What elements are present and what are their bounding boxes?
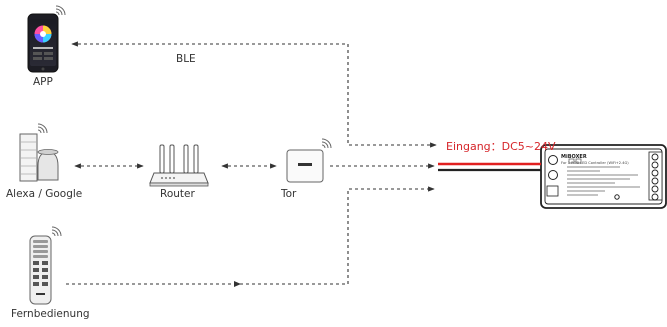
device-label-router: Router	[160, 188, 195, 200]
device-label-gateway: Tor	[281, 188, 297, 200]
wifi-signal-icon	[37, 123, 48, 134]
link-label-ble: BLE	[176, 53, 196, 65]
device-label-remote: Fernbedienung	[11, 308, 90, 320]
remote-link-arrowhead	[234, 281, 241, 287]
device-label-app: APP	[33, 76, 53, 88]
wifi-signal-icon	[51, 226, 62, 237]
controller-brand: MiBOXER	[561, 154, 587, 160]
ble-link	[71, 41, 437, 148]
phone-icon[interactable]	[27, 13, 59, 73]
remote-controller-link	[66, 186, 435, 285]
router-icon[interactable]	[149, 144, 209, 187]
wifi-signal-icon	[55, 5, 66, 16]
smart-speaker-icon[interactable]	[19, 133, 59, 182]
controller-model: For 1 RGB LED Controller (WiFi+2.4G)	[561, 161, 629, 165]
led-controller[interactable]	[540, 144, 667, 209]
power-input-label: Eingang：DC5~24V	[446, 140, 556, 153]
wifi-signal-icon	[321, 138, 332, 149]
device-label-speaker: Alexa / Google	[6, 188, 83, 200]
remote-control-icon[interactable]	[29, 235, 52, 305]
gateway-icon[interactable]	[286, 149, 324, 183]
